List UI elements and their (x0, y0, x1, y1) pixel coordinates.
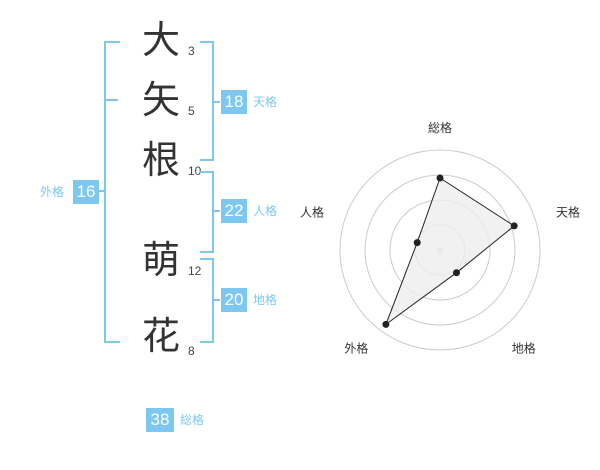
chikaku-bracket-connector (212, 299, 220, 301)
soukaku-label: 総格 (180, 413, 205, 427)
gaikaku-bracket-mid-tick (104, 99, 118, 101)
radar-point-5 (413, 239, 421, 247)
radar-point-2 (510, 222, 518, 230)
radar-axis-label-1: 総格 (428, 120, 452, 135)
jinkaku-bracket (200, 171, 214, 253)
stroke-count-3: 10 (188, 164, 202, 178)
radar-ring-4 (339, 149, 541, 351)
stroke-count-2: 5 (188, 104, 195, 118)
name-char-2: 矢 (141, 78, 180, 122)
radar-point-4 (382, 320, 390, 328)
radar-axis-label-5: 人格 (300, 204, 324, 219)
stroke-count-1: 3 (188, 44, 195, 58)
name-char-4: 萌 (141, 238, 180, 282)
radar-point-1 (436, 174, 444, 182)
radar-axis-label-3: 地格 (512, 341, 536, 356)
gaikaku-badge: 16 (73, 180, 99, 204)
jinkaku-badge: 22 (221, 199, 247, 223)
name-char-3: 根 (141, 138, 180, 182)
gaikaku-label: 外格 (40, 185, 65, 199)
tenkaku-badge: 18 (221, 90, 247, 114)
gaikaku-bracket (104, 41, 120, 343)
radar-axis-label-2: 天格 (556, 204, 580, 219)
radar-point-3 (453, 269, 460, 277)
stroke-count-5: 8 (188, 344, 195, 358)
radar-polygon (384, 177, 516, 326)
name-char-5: 花 (141, 314, 180, 358)
chikaku-label: 地格 (253, 293, 278, 307)
stroke-count-4: 12 (188, 264, 202, 278)
chikaku-badge: 20 (221, 288, 247, 312)
radar-axis-label-4: 外格 (344, 341, 368, 356)
tenkaku-label: 天格 (253, 95, 278, 109)
jinkaku-bracket-connector (212, 210, 220, 212)
gaikaku-bracket-connector (98, 190, 106, 192)
jinkaku-label: 人格 (253, 204, 278, 218)
tenkaku-bracket-connector (212, 101, 220, 103)
name-char-1: 大 (141, 18, 180, 62)
soukaku-badge: 38 (146, 408, 174, 432)
